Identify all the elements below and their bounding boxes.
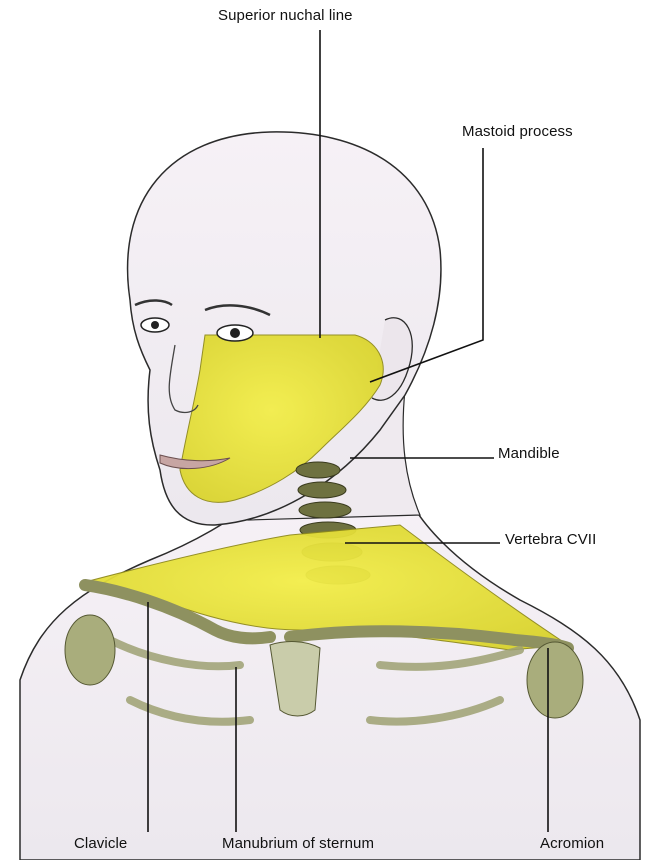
label-mandible: Mandible: [498, 445, 560, 462]
label-superior-nuchal-line: Superior nuchal line: [218, 7, 353, 24]
label-manubrium-of-sternum: Manubrium of sternum: [222, 835, 374, 852]
label-clavicle: Clavicle: [74, 835, 127, 852]
humeral-head-left: [65, 615, 115, 685]
label-acromion: Acromion: [540, 835, 604, 852]
humeral-head-right: [527, 642, 583, 718]
label-vertebra-cvii: Vertebra CVII: [505, 531, 596, 548]
label-mastoid-process: Mastoid process: [462, 123, 573, 140]
